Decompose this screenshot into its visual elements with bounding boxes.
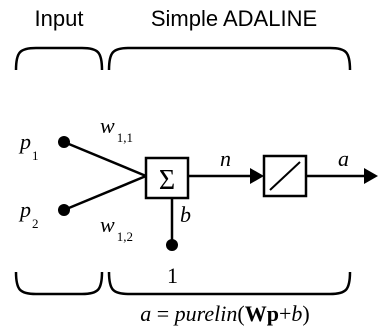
- layer-heading: Simple ADALINE: [151, 6, 317, 31]
- summation-symbol: Σ: [159, 165, 175, 196]
- layer-bottom-bracket: [107, 271, 352, 296]
- input-p2-label: p2: [18, 197, 39, 231]
- input-p1-label: p1: [18, 129, 39, 163]
- net-input-label: n: [220, 146, 231, 171]
- input-bottom-bracket: [14, 271, 104, 296]
- output-arrowhead: [364, 168, 378, 184]
- output-equation: a = purelin(Wp+b): [140, 301, 309, 326]
- purelin-icon: [269, 161, 301, 191]
- summation-block: [144, 156, 190, 200]
- net-input-arrowhead: [250, 168, 264, 184]
- weight-w12-line: [63, 174, 147, 212]
- output-label: a: [338, 146, 349, 171]
- weight-w11-line: [63, 140, 147, 178]
- input-heading: Input: [35, 6, 84, 31]
- bias-node: [166, 239, 178, 251]
- layer-top-bracket: [107, 46, 352, 71]
- bias-label: b: [180, 202, 191, 227]
- input-top-bracket: [14, 46, 104, 71]
- bias-input-value: 1: [167, 263, 178, 288]
